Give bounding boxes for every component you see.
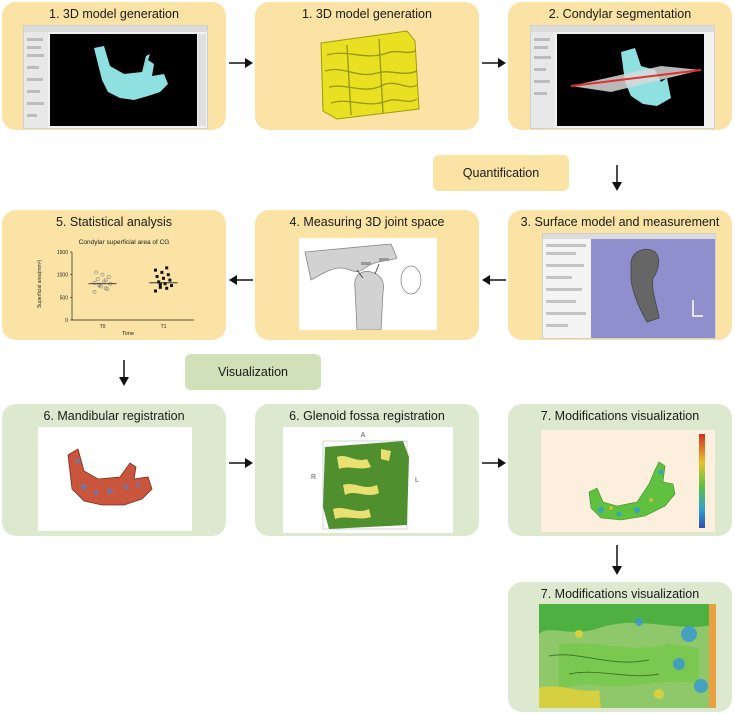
data-point <box>154 268 157 272</box>
color-map-closeup <box>539 604 716 708</box>
step-title: 5. Statistical analysis <box>55 215 173 229</box>
joint-space-diagram <box>299 238 437 330</box>
chart-title: Condylar superficial area of CG <box>79 239 170 246</box>
data-point <box>168 278 172 282</box>
x-tick-label: T1 <box>161 324 167 330</box>
data-point <box>95 277 100 282</box>
y-axis-label: Superficial area(mm²) <box>37 260 43 308</box>
data-point <box>165 286 169 290</box>
data-point <box>170 284 173 288</box>
color-scale-bar <box>699 434 705 528</box>
mandible-registered <box>67 448 153 506</box>
arrow-right-icon <box>482 58 506 68</box>
data-point <box>154 289 157 293</box>
arrow-left-icon <box>482 275 506 285</box>
data-point <box>92 280 97 285</box>
software-screenshot <box>542 233 716 339</box>
step-3d-model-generation-a: 1. 3D model generation <box>2 2 226 130</box>
glenoid-fossa-shape <box>304 243 398 281</box>
data-point <box>94 270 99 275</box>
step-mandibular-registration: 6. Mandibular registration <box>2 404 226 536</box>
scatter-chart: Condylar superficial area of CG Superfic… <box>37 239 194 337</box>
y-tick-label: 500 <box>60 295 69 301</box>
x-axis-label: Time <box>122 331 134 337</box>
step-title: 2. Condylar segmentation <box>548 7 692 21</box>
data-point <box>158 283 162 287</box>
color-map-render <box>541 430 715 532</box>
arrow-right-icon <box>229 458 253 468</box>
registration-render <box>38 427 192 531</box>
orientation-left: L <box>415 477 419 484</box>
step-modifications-visualization-a: 7. Modifications visualization <box>508 404 732 536</box>
condyle-shape <box>354 271 384 330</box>
quantification-label: Quantification <box>433 155 569 191</box>
arrow-right-icon <box>482 458 506 468</box>
step-title: 3. Surface model and measurement <box>520 215 720 229</box>
y-tick-label: 1500 <box>57 250 68 256</box>
step-measuring-3d-joint-space: 4. Measuring 3D joint space <box>255 210 479 340</box>
software-screenshot <box>23 25 208 129</box>
arrow-right-icon <box>229 58 253 68</box>
step-statistical-analysis: 5. Statistical analysis Condylar superfi… <box>2 210 226 340</box>
y-tick-label: 1000 <box>57 273 68 279</box>
step-3d-model-generation-b: 1. 3D model generation <box>255 2 479 130</box>
data-point <box>103 278 108 283</box>
volume-render <box>307 25 427 125</box>
data-point <box>166 273 170 277</box>
step-title: 1. 3D model generation <box>302 7 432 21</box>
data-point <box>100 272 105 277</box>
step-title: 1. 3D model generation <box>49 7 179 21</box>
step-title: 6. Mandibular registration <box>43 409 185 423</box>
arrow-left-icon <box>229 275 253 285</box>
step-glenoid-fossa-registration: 6. Glenoid fossa registration A R L <box>255 404 479 536</box>
orientation-anterior: A <box>361 432 366 439</box>
y-tick-label: 0 <box>65 318 68 324</box>
visualization-label: Visualization <box>185 354 321 390</box>
data-point <box>162 276 165 280</box>
data-point <box>160 270 164 274</box>
data-point <box>158 285 162 289</box>
orientation-right: R <box>311 474 316 481</box>
data-point <box>92 289 97 294</box>
mandible-3d-model <box>94 46 168 100</box>
step-title: 4. Measuring 3D joint space <box>289 215 445 229</box>
x-tick-label: T0 <box>100 324 106 330</box>
registration-render: A R L <box>283 427 453 533</box>
data-point <box>107 275 111 279</box>
arrow-down-icon <box>612 165 622 191</box>
arrow-down-icon <box>119 360 129 386</box>
step-modifications-visualization-b: 7. Modifications visualization <box>508 582 732 712</box>
step-surface-model-and-measurement: 3. Surface model and measurement <box>508 210 732 340</box>
data-point <box>105 287 110 292</box>
step-title: 7. Modifications visualization <box>540 409 700 423</box>
mandible-color-map <box>588 461 676 521</box>
software-screenshot <box>530 25 715 129</box>
data-point <box>163 282 167 286</box>
step-title: 6. Glenoid fossa registration <box>289 409 445 423</box>
data-point <box>165 266 169 270</box>
data-point <box>157 280 161 284</box>
condyle-surface-model <box>630 248 660 323</box>
data-point <box>97 282 102 287</box>
step-title: 7. Modifications visualization <box>540 587 700 601</box>
arrow-down-icon <box>612 545 622 575</box>
step-condylar-segmentation: 2. Condylar segmentation <box>508 2 732 130</box>
data-point <box>155 274 159 278</box>
